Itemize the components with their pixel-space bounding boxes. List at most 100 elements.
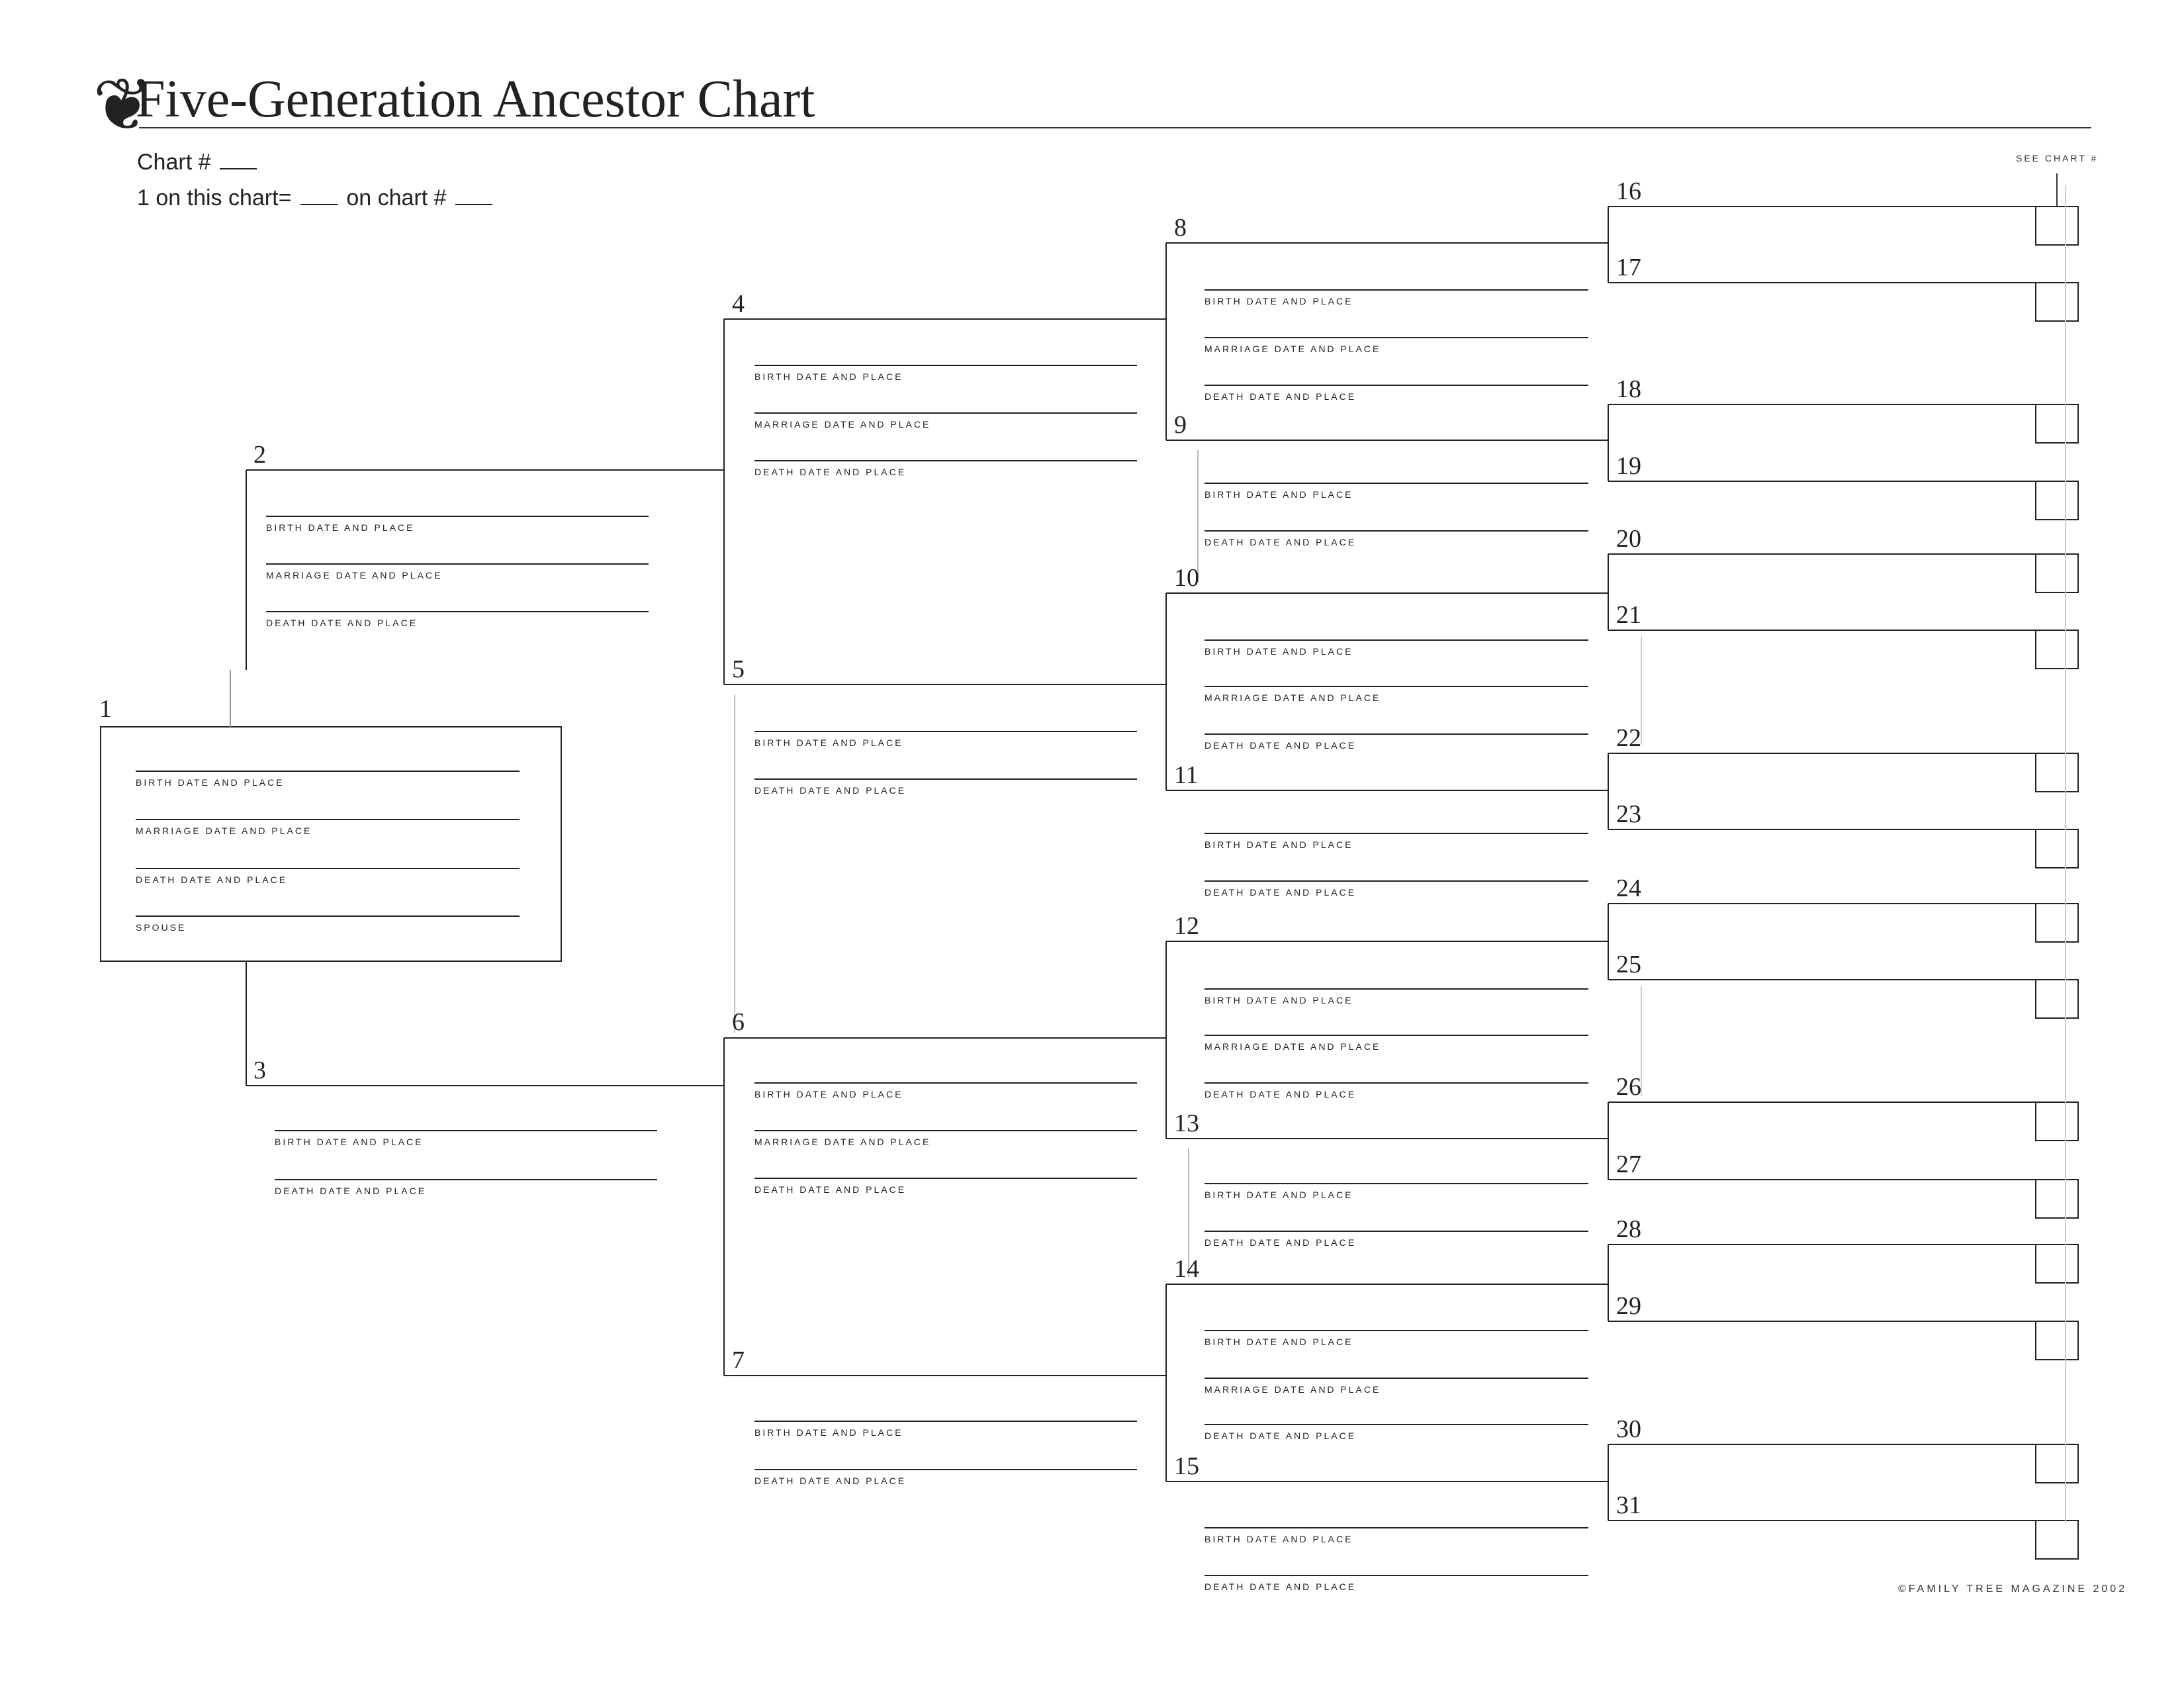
field-input-14-marriage[interactable] (1205, 1356, 1588, 1378)
field-input-14-birth[interactable] (1205, 1308, 1588, 1331)
field-input-7-death[interactable] (754, 1447, 1137, 1470)
field-input-11-birth[interactable] (1205, 811, 1588, 833)
see-chart-box-22[interactable] (2035, 753, 2079, 792)
see-chart-box-25[interactable] (2035, 979, 2079, 1019)
see-chart-box-27[interactable] (2035, 1179, 2079, 1219)
ancestor-number-26: 26 (1616, 1073, 1641, 1101)
other-chart-blank[interactable] (455, 201, 492, 205)
field-label-12-death: DEATH DATE AND PLACE (1205, 1089, 1357, 1100)
field-input-8-birth[interactable] (1205, 267, 1588, 290)
field-input-1-death[interactable] (136, 846, 520, 868)
field-input-12-marriage[interactable] (1205, 1013, 1588, 1035)
field-input-6-death[interactable] (754, 1156, 1137, 1178)
field-input-15-birth[interactable] (1205, 1505, 1588, 1528)
field-input-9-death[interactable] (1205, 508, 1588, 531)
this-chart-blank[interactable] (300, 201, 338, 205)
ancestor-number-11: 11 (1174, 761, 1199, 789)
field-input-4-marriage[interactable] (754, 391, 1137, 413)
ancestor-number-29: 29 (1616, 1292, 1641, 1320)
field-label-1-death: DEATH DATE AND PLACE (136, 874, 288, 885)
ancestor-number-25: 25 (1616, 951, 1641, 978)
field-input-1-marriage[interactable] (136, 797, 520, 820)
field-label-7-birth: BIRTH DATE AND PLACE (754, 1427, 903, 1438)
field-label-11-death: DEATH DATE AND PLACE (1205, 887, 1357, 898)
field-input-4-birth[interactable] (754, 343, 1137, 365)
field-input-4-death[interactable] (754, 438, 1137, 461)
field-label-2-death: DEATH DATE AND PLACE (266, 618, 418, 628)
fleuron-ornament-icon: ❦ (93, 65, 154, 146)
chart-number-blank[interactable] (219, 165, 257, 169)
chart-number-label: Chart # (137, 150, 211, 175)
field-input-14-death[interactable] (1205, 1402, 1588, 1425)
field-input-5-death[interactable] (754, 757, 1137, 779)
see-chart-box-17[interactable] (2035, 282, 2079, 322)
field-input-5-birth[interactable] (754, 709, 1137, 731)
field-input-3-death[interactable] (275, 1157, 657, 1180)
field-input-10-birth[interactable] (1205, 618, 1588, 640)
see-chart-box-23[interactable] (2035, 829, 2079, 868)
ancestor-number-6: 6 (732, 1008, 745, 1036)
field-input-2-death[interactable] (266, 589, 649, 612)
see-chart-box-26[interactable] (2035, 1102, 2079, 1141)
see-chart-box-30[interactable] (2035, 1444, 2079, 1483)
field-input-2-birth[interactable] (266, 494, 649, 516)
ancestor-number-10: 10 (1174, 564, 1199, 592)
page-title: Five-Generation Ancestor Chart (136, 70, 815, 128)
field-label-3-death: DEATH DATE AND PLACE (275, 1186, 427, 1196)
field-input-8-marriage[interactable] (1205, 315, 1588, 338)
field-input-9-birth[interactable] (1205, 461, 1588, 483)
ancestor-number-13: 13 (1174, 1109, 1199, 1137)
ancestor-number-14: 14 (1174, 1255, 1199, 1283)
field-input-13-death[interactable] (1205, 1209, 1588, 1231)
ancestor-number-12: 12 (1174, 912, 1199, 940)
ancestor-number-18: 18 (1616, 375, 1641, 403)
field-input-12-death[interactable] (1205, 1060, 1588, 1083)
ancestor-number-27: 27 (1616, 1150, 1641, 1178)
field-input-13-birth[interactable] (1205, 1161, 1588, 1184)
ancestor-number-22: 22 (1616, 724, 1641, 752)
field-input-3-birth[interactable] (275, 1108, 657, 1131)
field-input-10-death[interactable] (1205, 712, 1588, 734)
ancestor-number-30: 30 (1616, 1415, 1641, 1443)
field-label-7-death: DEATH DATE AND PLACE (754, 1476, 907, 1486)
field-input-6-birth[interactable] (754, 1060, 1137, 1083)
field-input-8-death[interactable] (1205, 363, 1588, 385)
see-chart-box-19[interactable] (2035, 481, 2079, 520)
field-input-6-marriage[interactable] (754, 1108, 1137, 1131)
field-label-8-death: DEATH DATE AND PLACE (1205, 391, 1357, 402)
ancestor-number-5: 5 (732, 655, 745, 683)
ancestor-number-1: 1 (99, 695, 112, 723)
ancestor-number-17: 17 (1616, 254, 1641, 281)
field-input-10-marriage[interactable] (1205, 664, 1588, 686)
field-label-10-marriage: MARRIAGE DATE AND PLACE (1205, 692, 1381, 703)
see-chart-box-29[interactable] (2035, 1321, 2079, 1360)
see-chart-box-16[interactable] (2035, 206, 2079, 246)
ancestor-number-23: 23 (1616, 800, 1641, 828)
field-label-2-marriage: MARRIAGE DATE AND PLACE (266, 570, 443, 581)
field-input-12-birth[interactable] (1205, 966, 1588, 989)
ancestor-number-20: 20 (1616, 525, 1641, 553)
field-input-15-death[interactable] (1205, 1553, 1588, 1575)
see-chart-box-31[interactable] (2035, 1520, 2079, 1560)
see-chart-box-18[interactable] (2035, 404, 2079, 444)
see-chart-box-20[interactable] (2035, 553, 2079, 593)
field-label-2-birth: BIRTH DATE AND PLACE (266, 522, 415, 533)
ancestor-number-28: 28 (1616, 1215, 1641, 1243)
field-input-7-birth[interactable] (754, 1399, 1137, 1421)
field-input-1-spouse[interactable] (136, 894, 520, 916)
see-chart-box-24[interactable] (2035, 903, 2079, 943)
field-input-1-birth[interactable] (136, 749, 520, 771)
field-label-1-marriage: MARRIAGE DATE AND PLACE (136, 825, 312, 836)
field-input-2-marriage[interactable] (266, 541, 649, 564)
see-chart-box-28[interactable] (2035, 1244, 2079, 1284)
field-label-14-death: DEATH DATE AND PLACE (1205, 1430, 1357, 1441)
ancestor-number-19: 19 (1616, 452, 1641, 480)
see-chart-box-21[interactable] (2035, 630, 2079, 669)
field-input-11-death[interactable] (1205, 859, 1588, 881)
ancestor-box-1 (100, 726, 562, 962)
ancestor-number-24: 24 (1616, 874, 1641, 902)
field-label-10-death: DEATH DATE AND PLACE (1205, 740, 1357, 751)
ancestor-number-9: 9 (1174, 411, 1187, 439)
